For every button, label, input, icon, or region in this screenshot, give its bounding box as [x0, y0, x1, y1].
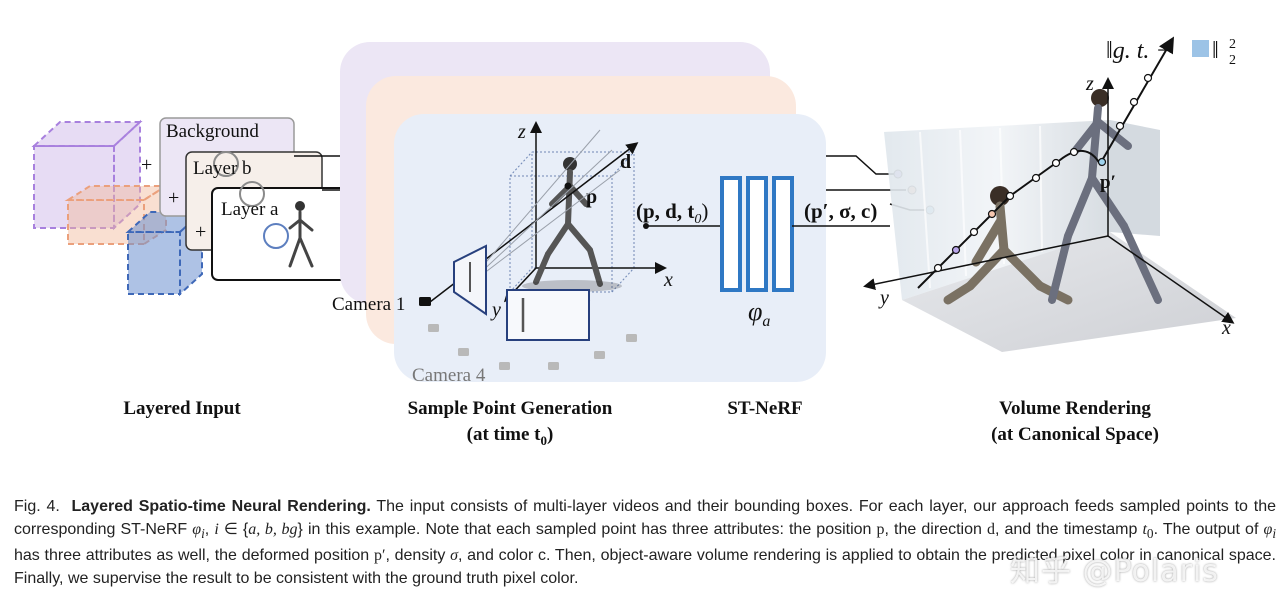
- vol-y-label: y: [878, 287, 889, 309]
- caption-t-sub: 0: [1146, 525, 1154, 541]
- sample-point-time: (at time t0): [466, 424, 554, 448]
- caption-title: Layered Spatio-time Neural Rendering.: [71, 498, 371, 515]
- caption-line3b: , and the timestamp: [994, 520, 1143, 538]
- image-plane-camera4: [506, 289, 590, 341]
- loss-close: ‖: [1212, 38, 1219, 64]
- layer-a-cube: [125, 209, 205, 297]
- network-layer-2: [746, 176, 768, 292]
- caption-phi-2: φ: [1263, 520, 1273, 538]
- stage-label-volume-rendering: Volume Rendering (at Canonical Space): [960, 396, 1190, 448]
- stage-label-layered-input: Layered Input: [123, 398, 241, 419]
- layer-a-marker: [263, 223, 289, 249]
- caption-p-prime: p′: [373, 547, 386, 565]
- caption-line3d: has three attributes as well, the deform…: [14, 547, 374, 565]
- layered-input: + + + Background Layer b Layer a: [31, 117, 398, 297]
- volume-rendering-title: Volume Rendering: [999, 398, 1151, 419]
- sample-point-generation: z x y d p: [332, 121, 673, 386]
- caption-line2d: } in this example. Note that each sample…: [297, 520, 877, 538]
- loss-text: ‖g. t. −: [1106, 38, 1172, 64]
- camera1-label: Camera 1: [332, 294, 405, 315]
- background-cube: [31, 119, 143, 231]
- layer-b-marker: [239, 181, 265, 207]
- caption-line3e: , density: [385, 547, 451, 565]
- caption-line3f: , and color c. Then, object-aware volume: [457, 547, 749, 565]
- x-axis-label: x: [663, 269, 673, 291]
- z-axis-label: z: [517, 121, 526, 143]
- caption-set: a, b, bg: [248, 520, 298, 538]
- caption-fig-number: Fig. 4.: [14, 498, 60, 515]
- dancer-3d: [533, 157, 603, 287]
- caption-line4: rendering is applied to obtain the predi…: [14, 547, 1277, 587]
- network-input-label: (p, d, t0): [636, 199, 708, 227]
- loss-square: [1192, 40, 1209, 57]
- plus-sign-3: +: [195, 221, 206, 243]
- caption-phi-2-sub: i: [1272, 525, 1277, 541]
- watermark: 知乎 @Polaris: [1010, 554, 1219, 589]
- background-marker: [213, 151, 239, 177]
- caption-t: t: [1142, 520, 1147, 538]
- volume-rendering-space: (at Canonical Space): [991, 424, 1159, 445]
- loss-sub: 2: [1229, 53, 1236, 68]
- network-layer-3: [772, 176, 794, 292]
- plus-sign-1: +: [141, 154, 152, 176]
- phi-label: φa: [748, 297, 770, 330]
- background-label: Background: [166, 121, 259, 142]
- caption-p: p: [876, 520, 885, 538]
- sample-point-title: Sample Point Generation: [407, 398, 613, 419]
- caption-line2e: , the: [884, 520, 917, 538]
- network-output-label: (p′, σ, c): [804, 199, 877, 223]
- vol-z-label: z: [1085, 73, 1094, 95]
- caption-d: d: [986, 520, 995, 538]
- stage-label-sample-point: Sample Point Generation (at time t0): [380, 396, 640, 454]
- caption-line1: The input consists of multi-layer videos…: [376, 498, 1114, 515]
- vol-p-prime-label: p′: [1100, 172, 1116, 193]
- caption-sigma: σ: [450, 547, 458, 565]
- figure-caption: Fig. 4. Layered Spatio-time Neural Rende…: [14, 496, 1276, 590]
- camera-icons: [428, 324, 637, 370]
- network-layer-1: [720, 176, 742, 292]
- stage-label-st-nerf: ST-NeRF: [727, 398, 803, 419]
- caption-line3a: direction: [921, 520, 987, 538]
- panel-layer-a: [394, 114, 826, 382]
- vol-y-axis: [863, 235, 1109, 291]
- direction-label: d: [620, 151, 631, 173]
- caption-phi-sub: i: [201, 525, 205, 541]
- sample-point-p: [564, 182, 572, 190]
- caption-line2b: ,: [204, 520, 215, 538]
- volume-samples: [933, 73, 1153, 273]
- camera1-icon: [419, 297, 431, 306]
- point-label: p: [586, 186, 597, 208]
- dancer-thumbnail: [288, 201, 314, 268]
- loss-sup: 2: [1229, 37, 1236, 52]
- y-axis-label: y: [490, 299, 501, 321]
- figure-diagram: + + + Background Layer b Layer a z x y: [31, 36, 1236, 386]
- st-nerf-network: (p, d, t0) (p′, σ, c) φa: [636, 176, 890, 330]
- caption-i: i: [214, 520, 219, 538]
- plus-sign-2: +: [168, 187, 179, 209]
- vol-x-axis: [1107, 235, 1235, 324]
- caption-line3c: . The output of: [1153, 520, 1264, 538]
- caption-line2c: ∈ {: [218, 520, 249, 538]
- vol-x-label: x: [1221, 317, 1231, 339]
- layer-b-label: Layer b: [193, 158, 252, 179]
- caption-line2a: sampled points to the corresponding ST-N…: [14, 498, 1277, 538]
- caption-phi: φ: [192, 520, 202, 538]
- camera4-label: Camera 4: [412, 365, 486, 386]
- volume-rendering: z y x p′ ‖g. t. − ‖ 2 2: [863, 36, 1236, 352]
- layer-a-label: Layer a: [221, 199, 279, 220]
